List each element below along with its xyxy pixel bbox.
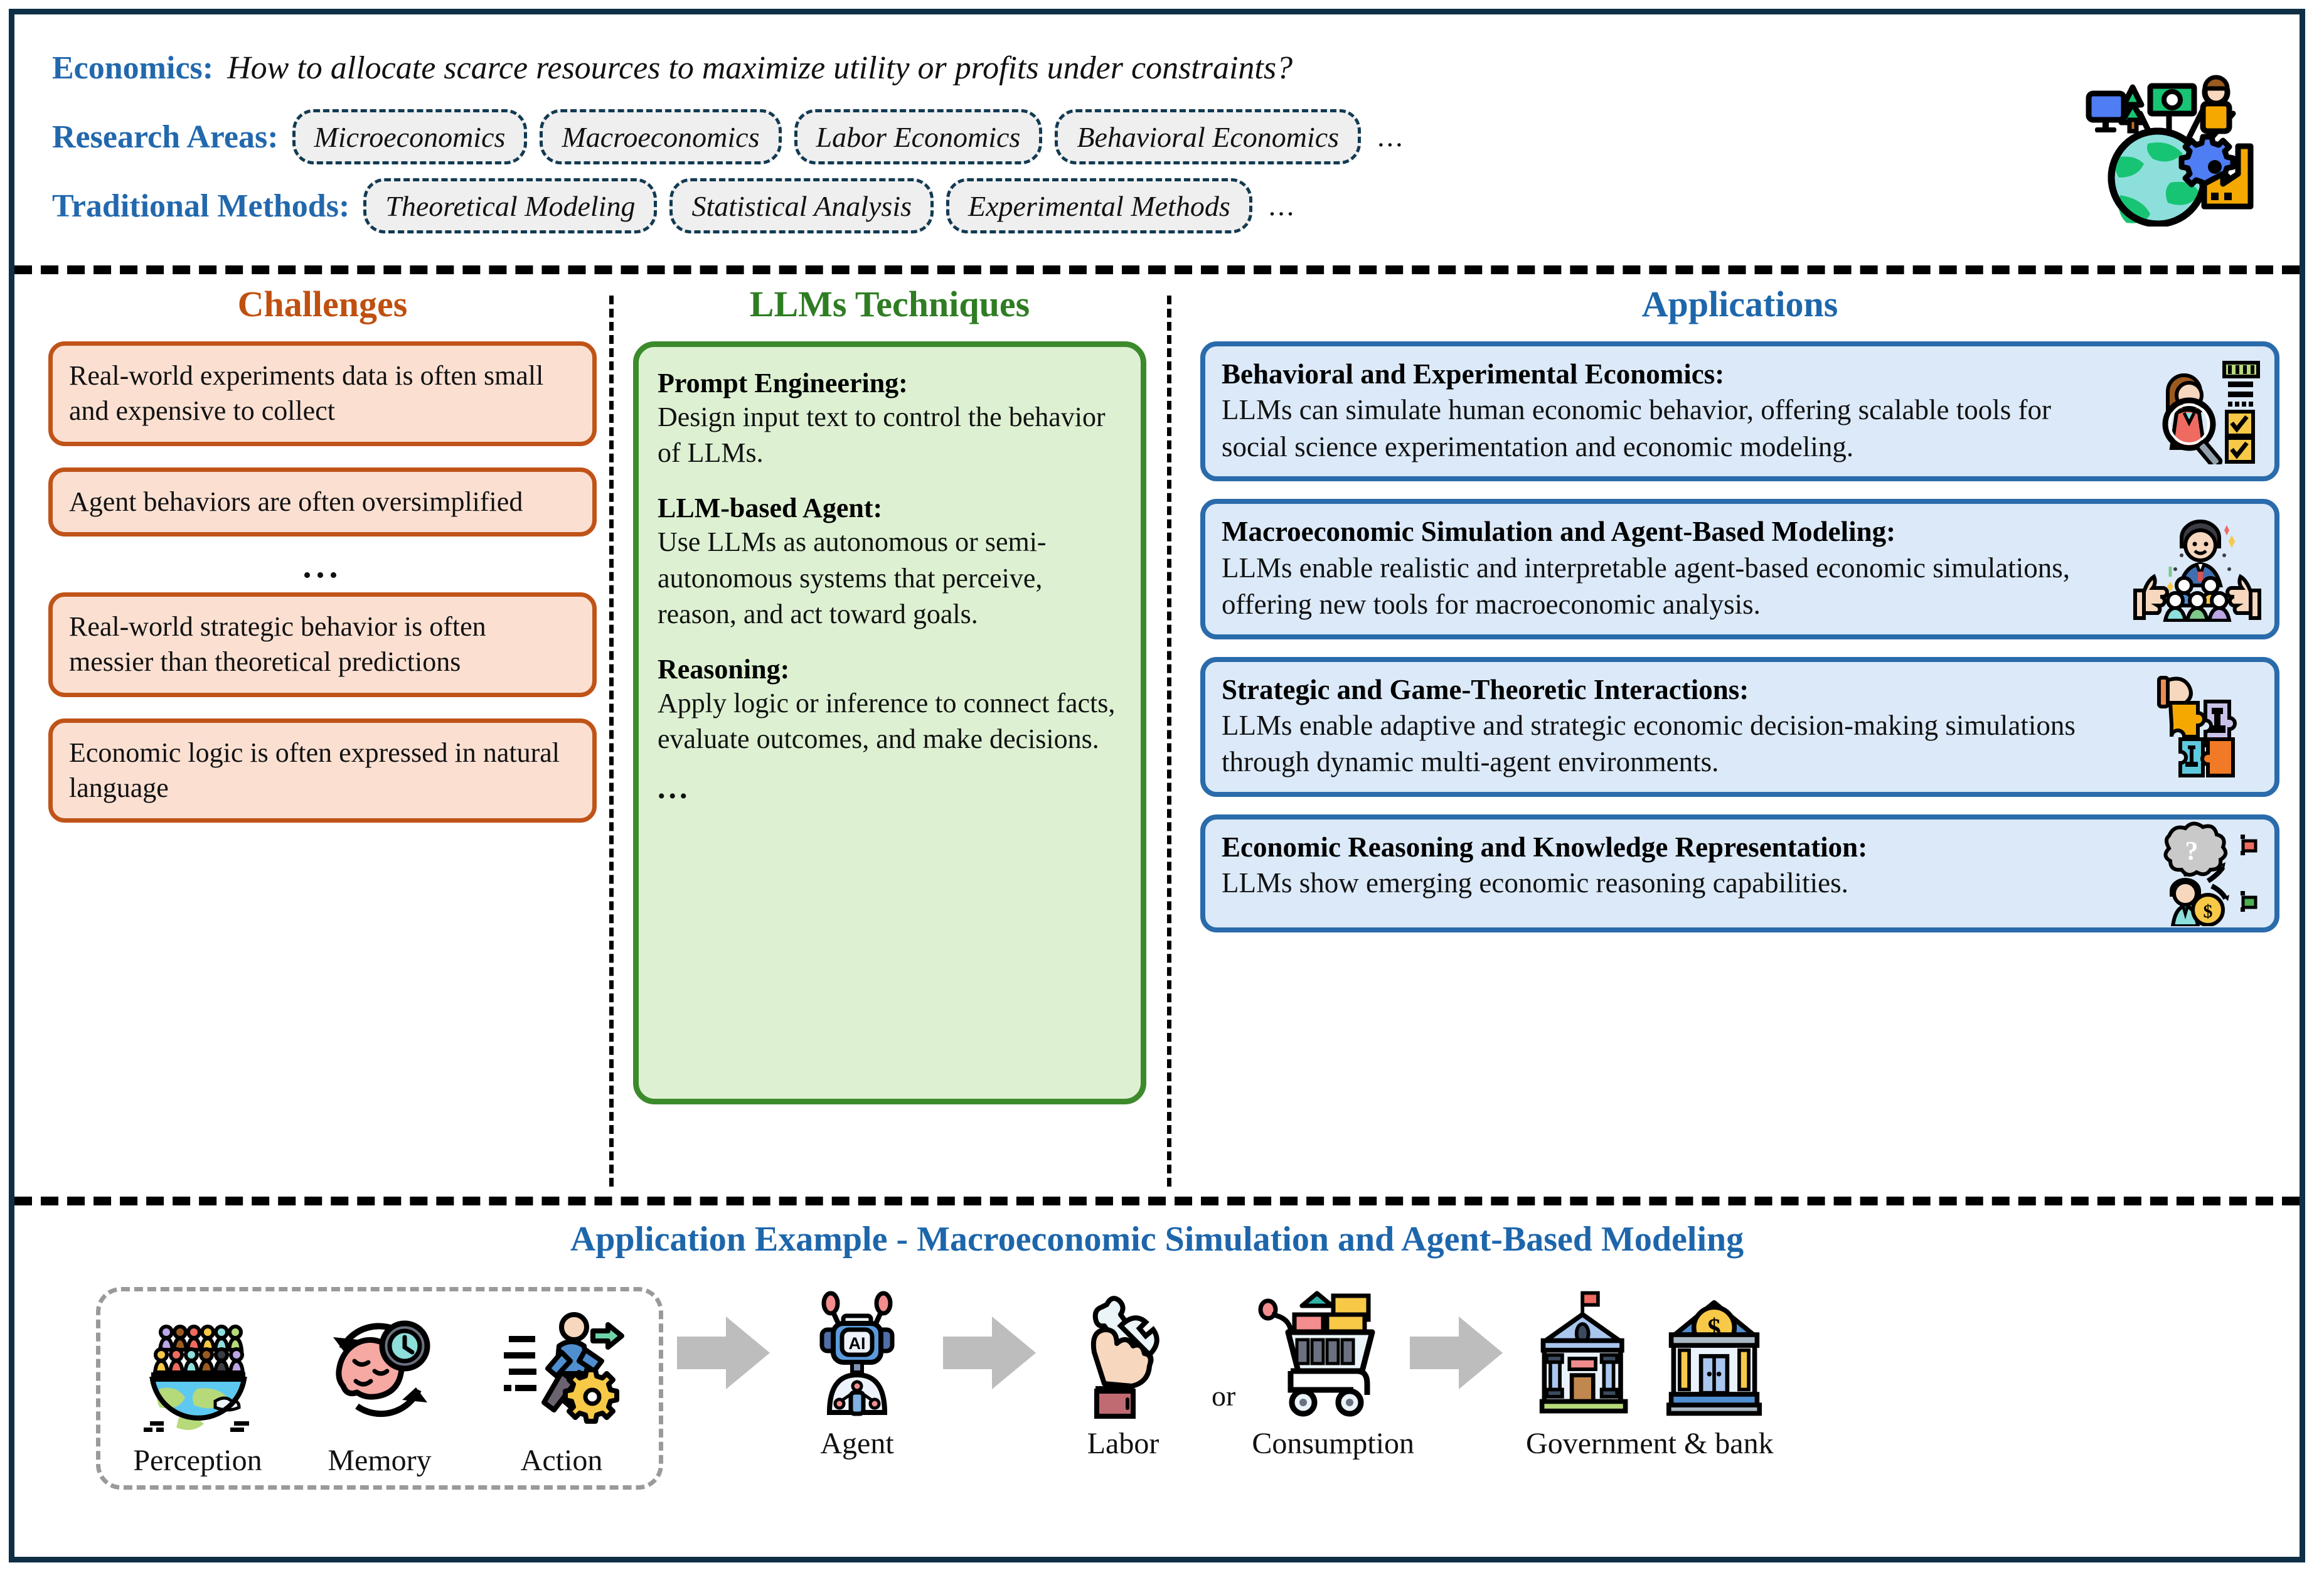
techniques-card: Prompt Engineering: Design input text to… <box>633 341 1146 1104</box>
flow-label: Government & bank <box>1526 1427 1774 1460</box>
application-body: LLMs can simulate human economic behavio… <box>1222 394 2051 462</box>
flow-label: Agent <box>820 1427 894 1460</box>
economics-row: Economics: How to allocate scarce resour… <box>52 33 2047 102</box>
flow-label: Memory <box>328 1444 432 1477</box>
economics-label: Economics: <box>52 50 214 86</box>
flow-item-perception: Perception <box>125 1304 270 1478</box>
technique-body: Design input text to control the behavio… <box>658 402 1106 469</box>
traditional-methods-row: Traditional Methods: Theoretical Modelin… <box>52 171 2047 240</box>
applications-column: Applications Behavioral and Experimental… <box>1194 274 2286 950</box>
agent-modules-box: Perception <box>96 1287 663 1490</box>
research-area-chip-labor-economics[interactable]: Labor Economics <box>794 109 1043 164</box>
question-thought-money-icon: ? $ <box>2131 821 2263 928</box>
application-body: LLMs enable realistic and interpretable … <box>1222 552 2071 621</box>
crowd-globe-icon <box>125 1304 270 1436</box>
svg-text:AI: AI <box>849 1334 866 1353</box>
header-rows: Economics: How to allocate scarce resour… <box>52 33 2047 240</box>
research-areas-ellipsis: ... <box>1377 120 1405 153</box>
research-area-chip-behavioral-economics[interactable]: Behavioral Economics <box>1055 109 1362 164</box>
application-body: LLMs enable adaptive and strategic econo… <box>1222 709 2076 778</box>
brain-clock-cycle-icon <box>307 1304 452 1436</box>
shopping-cart-icon <box>1252 1287 1396 1419</box>
research-area-chip-macroeconomics[interactable]: Macroeconomics <box>540 109 782 164</box>
challenge-card: Real-world strategic behavior is often m… <box>48 592 597 697</box>
flow-item-memory: Memory <box>307 1304 452 1478</box>
traditional-methods-label: Traditional Methods: <box>52 188 350 224</box>
technique-heading: Prompt Engineering: <box>658 368 908 398</box>
method-chip-theoretical-modeling[interactable]: Theoretical Modeling <box>363 178 658 233</box>
government-bank-icon: $ <box>1518 1287 1781 1419</box>
techniques-title: LLMs Techniques <box>749 284 1030 324</box>
person-survey-magnifier-icon <box>2131 359 2263 469</box>
challenges-ellipsis: ... <box>302 546 343 585</box>
global-economy-icon <box>2082 38 2271 228</box>
application-heading: Macroeconomic Simulation and Agent-Based… <box>1222 516 1896 548</box>
column-divider-2 <box>1167 296 1171 1187</box>
application-card: Macroeconomic Simulation and Agent-Based… <box>1200 499 2279 639</box>
flow-item-agent: AI Agent <box>785 1287 929 1461</box>
research-areas-row: Research Areas: Microeconomics Macroecon… <box>52 102 2047 171</box>
traditional-methods-ellipsis: ... <box>1268 190 1296 222</box>
hand-puzzle-chess-icon <box>2131 674 2263 779</box>
technique-body: Apply logic or inference to connect fact… <box>658 687 1116 755</box>
labor-consumption-pair: Labor or <box>1051 1287 1415 1461</box>
flow-item-government-bank: $ Government & bank <box>1518 1287 1781 1461</box>
bottom-section: Application Example - Macroeconomic Simu… <box>14 1205 2300 1568</box>
challenge-card: Real-world experiments data is often sma… <box>48 341 597 446</box>
column-divider-1 <box>609 296 614 1187</box>
leader-and-crowd-icon <box>2131 516 2263 622</box>
method-chip-experimental-methods[interactable]: Experimental Methods <box>946 178 1252 233</box>
flow-item-labor: Labor <box>1051 1287 1195 1461</box>
figure-frame: Economics: How to allocate scarce resour… <box>9 9 2305 1562</box>
header-section: Economics: How to allocate scarce resour… <box>14 14 2300 265</box>
challenge-card: Economic logic is often expressed in nat… <box>48 718 597 823</box>
flow-row: Perception <box>14 1287 2300 1490</box>
flow-label: Perception <box>133 1444 262 1477</box>
ai-robot-icon: AI <box>785 1287 929 1419</box>
challenges-column: Challenges Real-world experiments data i… <box>43 274 602 844</box>
techniques-ellipsis: ... <box>658 770 691 806</box>
application-card: Strategic and Game-Theoretic Interaction… <box>1200 656 2279 797</box>
challenges-title: Challenges <box>237 284 408 324</box>
header-divider <box>14 265 2300 274</box>
running-person-gear-icon <box>489 1304 634 1436</box>
hand-wrench-icon <box>1051 1287 1195 1419</box>
flow-item-action: Action <box>489 1304 634 1478</box>
application-heading: Economic Reasoning and Knowledge Represe… <box>1222 831 1868 863</box>
application-card: Behavioral and Experimental Economics: L… <box>1200 341 2279 482</box>
application-example-title: Application Example - Macroeconomic Simu… <box>570 1220 1744 1259</box>
bottom-divider <box>14 1197 2300 1205</box>
svg-text:?: ? <box>2185 837 2199 866</box>
application-card: Economic Reasoning and Knowledge Represe… <box>1200 814 2279 932</box>
flow-label: Labor <box>1087 1427 1159 1460</box>
technique-heading: Reasoning: <box>658 653 790 685</box>
flow-label: Action <box>520 1444 603 1477</box>
research-area-chip-microeconomics[interactable]: Microeconomics <box>292 109 528 164</box>
right-arrow-icon <box>1410 1287 1504 1419</box>
right-arrow-icon <box>943 1287 1037 1419</box>
right-arrow-icon <box>677 1287 771 1419</box>
flow-item-consumption: Consumption <box>1252 1287 1415 1461</box>
applications-title: Applications <box>1641 284 1838 324</box>
svg-text:$: $ <box>2204 901 2213 922</box>
application-body: LLMs show emerging economic reasoning ca… <box>1222 867 1848 899</box>
challenge-card: Agent behaviors are often oversimplified <box>48 467 597 537</box>
application-heading: Strategic and Game-Theoretic Interaction… <box>1222 673 1749 705</box>
technique-body: Use LLMs as autonomous or semi-autonomou… <box>658 526 1047 629</box>
application-heading: Behavioral and Experimental Economics: <box>1222 358 1725 390</box>
columns-section: Challenges Real-world experiments data i… <box>14 274 2300 1197</box>
flow-label: Consumption <box>1252 1427 1415 1460</box>
economics-question: How to allocate scarce resources to maxi… <box>227 50 1293 86</box>
research-areas-label: Research Areas: <box>52 119 279 155</box>
techniques-column: LLMs Techniques Prompt Engineering: Desi… <box>629 274 1150 1104</box>
technique-heading: LLM-based Agent: <box>658 493 883 524</box>
method-chip-statistical-analysis[interactable]: Statistical Analysis <box>669 178 934 233</box>
or-label: or <box>1212 1380 1236 1412</box>
